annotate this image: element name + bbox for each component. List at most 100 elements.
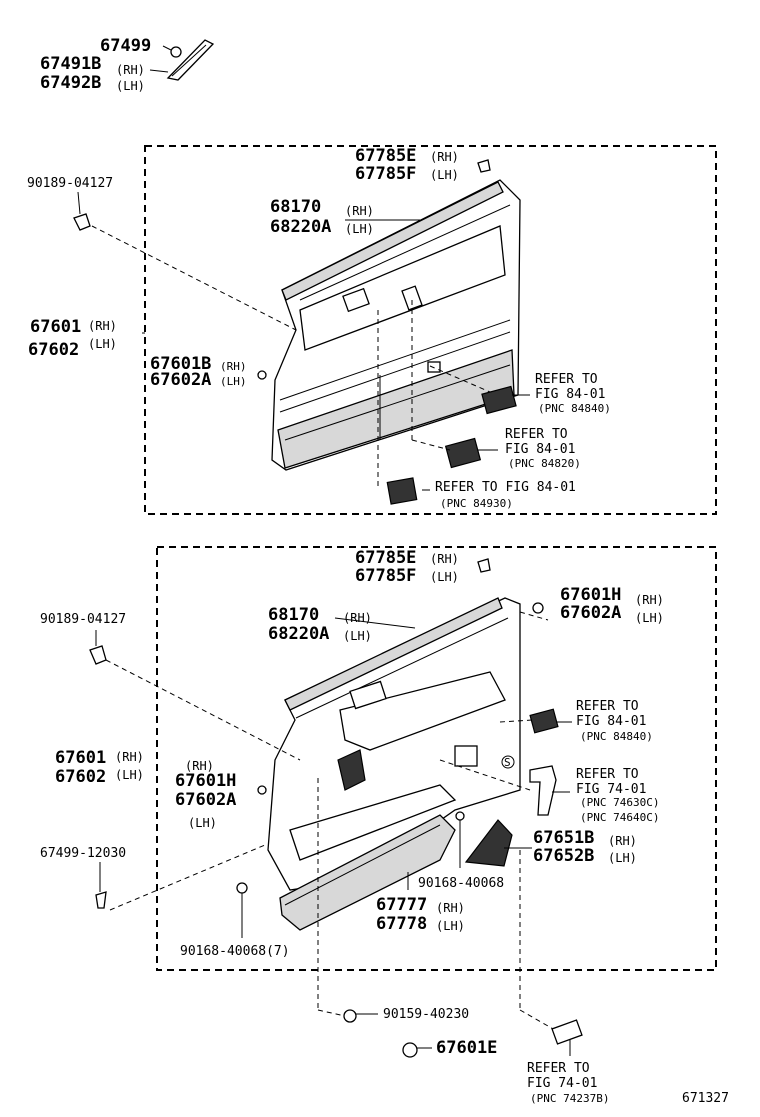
- callout-u-67785f-side: (LH): [430, 168, 459, 182]
- callout-u-67602: 67602: [28, 340, 79, 360]
- below-panel-parts: [317, 778, 583, 1058]
- callout-67492b: 67492B: [40, 73, 101, 93]
- garnish-clip: [170, 46, 182, 58]
- ref-u-84930-pnc: (PNC 84930): [440, 497, 513, 510]
- lower-switch-bezel: [454, 745, 478, 767]
- callout-u-67785e: 67785E: [355, 146, 416, 166]
- dash-clip-67499-12030: [109, 844, 266, 911]
- upper-lower-pad-line: [284, 364, 511, 441]
- callout-l-67602a-top: 67602A: [560, 603, 621, 623]
- upper-panel-frame: [144, 145, 717, 515]
- callout-l-90189: 90189-04127: [40, 612, 126, 627]
- lower-door-trim-panel: [267, 597, 521, 931]
- callout-l-68220a: 68220A: [268, 624, 329, 644]
- lower-weatherstrip-edge: [295, 617, 509, 719]
- upper-handle-bezel: [342, 287, 370, 313]
- upper-switch-84930: [386, 477, 418, 505]
- callout-l-90168-40068: 90168-40068: [418, 876, 504, 891]
- callout-u-67785f: 67785F: [355, 164, 416, 184]
- callout-67491b-side: (RH): [116, 63, 145, 77]
- callout-l-90168-40068-7: 90168-40068(7): [180, 944, 290, 959]
- callout-l-67652b-side: (LH): [608, 851, 637, 865]
- callout-l-67499-12030: 67499-12030: [40, 846, 126, 861]
- callout-l-68170-side: (RH): [343, 611, 372, 625]
- callout-b-67601e: 67601E: [436, 1038, 497, 1058]
- upper-switch-84820: [444, 437, 482, 469]
- upper-trim-line-2: [279, 331, 511, 413]
- upper-clip-90189: [73, 213, 91, 231]
- callout-l-67601-side: (RH): [115, 750, 144, 764]
- cap-67601e: [402, 1042, 418, 1058]
- dash-handle-74630c: [439, 759, 531, 791]
- lower-switches: [439, 708, 572, 867]
- ref-u-84840-line2: FIG 84-01: [535, 387, 605, 402]
- callout-l-67652b: 67652B: [533, 846, 594, 866]
- callout-67492b-side: (LH): [116, 79, 145, 93]
- lower-clip-67601h-mid: [257, 785, 267, 795]
- callout-u-67601b: 67601B: [150, 354, 211, 374]
- garnish-inner-line: [171, 44, 207, 77]
- lower-screw-90168: [455, 811, 465, 821]
- callout-l-67602a-top-side: (LH): [635, 611, 664, 625]
- callout-l-67601h-top: 67601H: [560, 585, 621, 605]
- speaker-grille-67651b: [464, 819, 513, 867]
- ref-u-84820-line1: REFER TO: [505, 427, 568, 442]
- upper-switches: [377, 300, 530, 505]
- lower-switch-84840: [529, 708, 559, 734]
- dash-clip-upper: [91, 225, 297, 331]
- garnish-assembly-top: [149, 39, 215, 81]
- callout-u-67601b-side: (RH): [220, 360, 247, 373]
- reference-labels: REFER TO FIG 84-01 (PNC 84840) REFER TO …: [435, 372, 659, 1105]
- lower-pull-pocket: [337, 749, 366, 791]
- screw-90159: [343, 1009, 357, 1023]
- upper-switch-84840: [481, 385, 517, 415]
- inside-handle-74630c: [529, 765, 557, 816]
- ref-l-74640c-pnc: (PNC 74640C): [580, 811, 659, 824]
- callout-l-67777: 67777: [376, 895, 427, 915]
- lower-clips: [89, 558, 549, 938]
- lower-armrest-upper: [339, 671, 506, 751]
- callout-l-67601: 67601: [55, 748, 106, 768]
- lower-handle-bezel: [349, 680, 387, 710]
- dash-switch-84840: [429, 365, 491, 393]
- callout-u-67601: 67601: [30, 317, 81, 337]
- lower-clip-67499-12030: [95, 891, 107, 909]
- callout-u-67785e-side: (RH): [430, 150, 459, 164]
- dash-clip-67601h: [519, 611, 549, 621]
- callout-u-67602a-side: (LH): [220, 375, 247, 388]
- callout-l-mid-rh: (RH): [185, 759, 214, 773]
- upper-clip-67785e: [477, 159, 491, 173]
- lower-clip-67601h: [532, 602, 544, 614]
- dash-bezel-74237b-b: [519, 1009, 556, 1031]
- lower-weatherstrip: [284, 597, 503, 711]
- upper-trim-insert: [299, 225, 506, 351]
- lower-screw-90168-7: [236, 882, 248, 894]
- callout-u-67601-side: (RH): [88, 319, 117, 333]
- callout-l-mid-lh: (LH): [188, 816, 217, 830]
- leader-90189-upper: [77, 191, 81, 215]
- callout-67491b: 67491B: [40, 54, 101, 74]
- bezel-74237b: [551, 1019, 583, 1045]
- callout-l-67777-side: (RH): [436, 901, 465, 915]
- dash-clip-lower: [105, 659, 301, 761]
- upper-lock-knob: [401, 285, 423, 311]
- upper-weatherstrip-edge: [299, 204, 511, 301]
- callout-u-68220a: 68220A: [270, 217, 331, 237]
- dash-screw-90159-b: [317, 1009, 346, 1017]
- leader-68170-lower: [334, 617, 416, 629]
- callout-u-90189: 90189-04127: [27, 176, 113, 191]
- callout-u-68170-side: (RH): [345, 204, 374, 218]
- callout-b-90159: 90159-40230: [383, 1007, 469, 1022]
- callout-l-67601h-mid: 67601H: [175, 771, 236, 791]
- upper-trim-line-1: [279, 319, 511, 401]
- lower-clip-67785e: [477, 558, 491, 573]
- ref-u-84820-line2: FIG 84-01: [505, 442, 575, 457]
- lower-clip-90189: [89, 645, 107, 665]
- ref-u-84820-pnc: (PNC 84820): [508, 457, 581, 470]
- ref-l-84840-line2: FIG 84-01: [576, 714, 646, 729]
- lower-pocket-67777: [279, 814, 456, 931]
- ref-b-74237b-pnc: (PNC 74237B): [530, 1092, 609, 1105]
- callout-l-68220a-side: (LH): [343, 629, 372, 643]
